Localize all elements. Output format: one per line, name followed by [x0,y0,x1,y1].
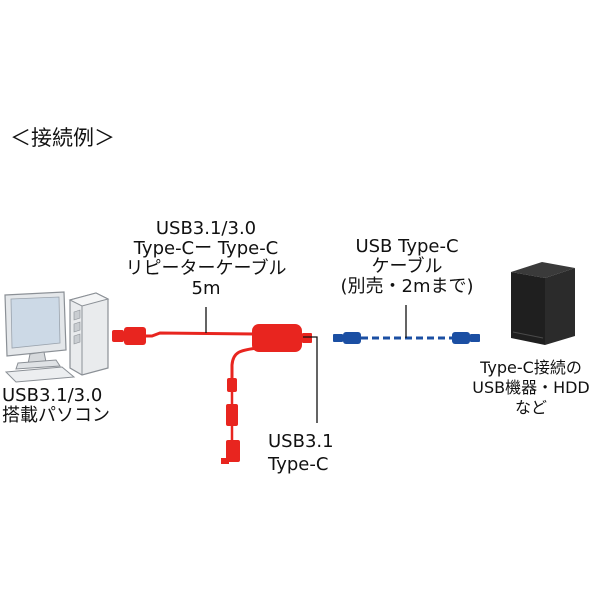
pc-label: USB3.1/3.0 搭載パソコン [2,386,110,426]
diagram-heading: ＜接続例＞ [10,126,115,150]
usbc-plug-right [470,334,480,342]
device-label-line: USB機器・HDD [472,378,590,397]
cable-plug-pc-end [112,330,124,342]
device-label: Type-C接続の USB機器・HDD など [468,358,594,418]
pc-label-line: USB3.1/3.0 [2,385,103,406]
usbc-cable-label: USB Type-C ケーブル (別売・2mまで) [312,237,502,297]
repeater-cable-label-line: リピーターケーブル [125,258,287,279]
port-label-line: USB3.1 [268,431,334,452]
cable-connector-pc-end [124,327,146,345]
repeater-box [252,324,302,352]
port-label: USB3.1 Type-C [268,430,334,476]
repeater-cable-label-line: Type-Cー Type-C [133,238,279,259]
repeater-cable-label-line: 5m [191,278,221,299]
external-hdd-illustration [511,262,575,345]
pc-label-line: 搭載パソコン [2,405,110,426]
usbc-cable [333,332,480,344]
repeater-output-port [302,333,312,343]
repeater-cable-label: USB3.1/3.0 Type-Cー Type-C リピーターケーブル 5m [96,219,316,299]
leader-port [303,336,318,423]
power-plug [226,440,240,462]
port-label-line: Type-C [268,454,329,475]
leader-lines [205,305,407,423]
usbc-cable-label-line: ケーブル [371,256,443,277]
device-label-line: など [514,398,547,417]
repeater-cable-label-line: USB3.1/3.0 [155,218,257,239]
usbc-cable-label-line: USB Type-C [355,236,459,257]
device-label-line: Type-C接続の [480,358,582,377]
usbc-plug-left [333,334,343,342]
usbc-cable-label-line: (別売・2mまで) [340,276,474,297]
repeater-cable [112,324,312,464]
desktop-pc-illustration [4,291,110,383]
